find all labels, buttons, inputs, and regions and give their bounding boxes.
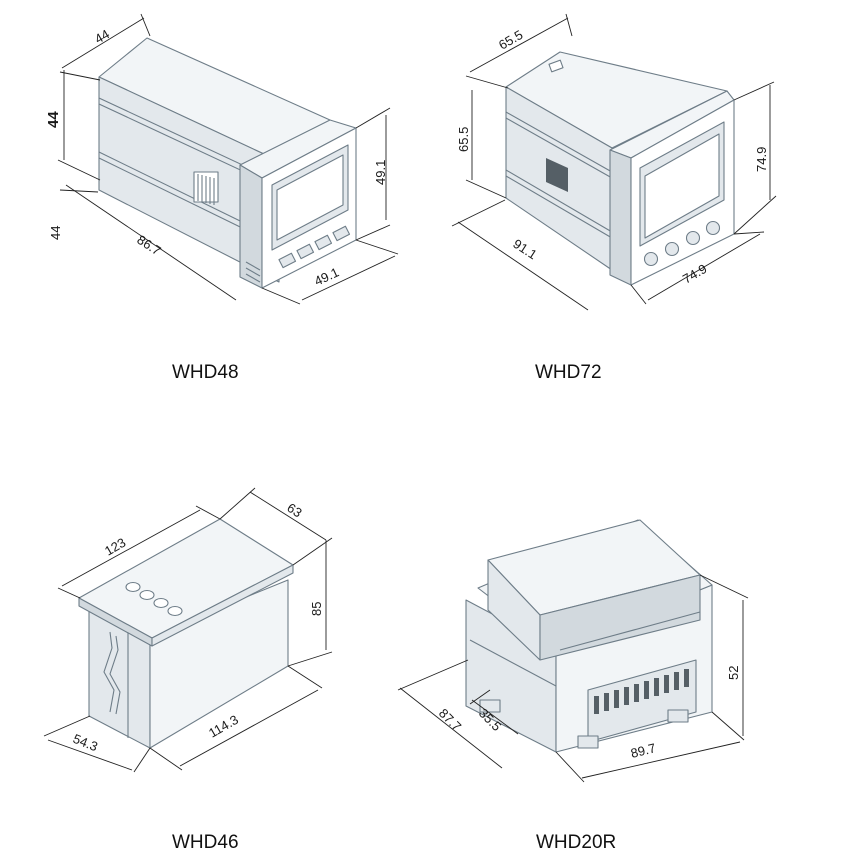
whd20r-top-front	[539, 574, 701, 661]
whd72-buttons	[643, 220, 721, 267]
whd72-dim-front-height: 74.9	[754, 147, 769, 172]
whd20r-dim-depth: 87.7	[436, 706, 465, 735]
whd72-dim-depth: 91.1	[510, 236, 539, 262]
whd48-dim-width-top: 44	[92, 26, 112, 46]
whd48-dim-front-height: 49.1	[373, 160, 388, 185]
whd46-dim-height: 85	[309, 602, 324, 616]
whd72-dim-front-width: 74.9	[680, 261, 709, 287]
whd48-model-label: WHD48	[172, 362, 239, 383]
whd72-vent	[546, 158, 568, 192]
whd46-plate-edge-right	[151, 564, 294, 647]
whd46-buttons	[125, 581, 183, 617]
whd48-dim-depth: 86.7	[134, 232, 163, 258]
whd20r-terminal-block	[587, 659, 697, 743]
whd46-dim-body-width: 114.3	[206, 712, 241, 741]
whd46-dim-front-depth: 63	[284, 500, 304, 520]
device-whd48: 44 44 44 86.7 49.1 49.1 WHD48	[45, 13, 399, 383]
whd72-model-label: WHD72	[535, 362, 602, 383]
device-whd20r: 87.7 35.5 89.7 52 WHD20R	[397, 519, 749, 853]
whd48-dim-front-width: 49.1	[312, 264, 341, 288]
device-whd46: 123 63 85 114.3 54.3 WHD46	[43, 487, 333, 853]
whd72-dim-height-left: 65.5	[456, 127, 471, 152]
whd46-dim-front-width: 123	[102, 535, 128, 559]
whd72-dim-width-top: 65.5	[496, 27, 525, 53]
whd20r-dim-height: 52	[726, 666, 741, 680]
whd20r-dim-width: 89.7	[629, 740, 657, 761]
whd48-vent	[193, 171, 219, 205]
whd48-dim-depth-left: 44	[48, 226, 63, 240]
whd46-dim-body-depth: 54.3	[71, 731, 100, 754]
whd48-dim-height-left: 44	[45, 111, 62, 128]
whd48-buttons	[278, 225, 351, 269]
whd46-model-label: WHD46	[172, 832, 239, 853]
whd20r-model-label: WHD20R	[536, 832, 616, 853]
device-whd72: 65.5 65.5 91.1 74.9 74.9 WHD72	[451, 13, 777, 383]
whd72-bezel-side	[609, 149, 632, 286]
whd46-clip	[103, 631, 115, 713]
